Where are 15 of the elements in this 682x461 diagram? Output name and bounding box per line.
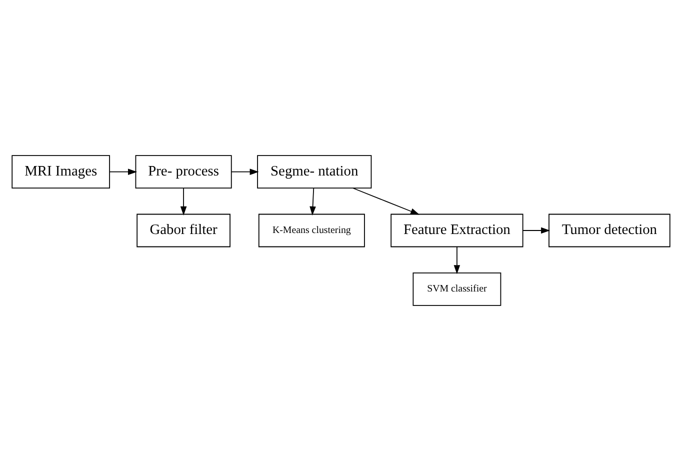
node-box: Feature Extraction <box>390 214 524 248</box>
arrow <box>310 188 316 216</box>
node-box: K-Means clustering <box>258 214 365 248</box>
node-box: MRI Images <box>12 155 110 189</box>
node-box: Gabor filter <box>136 214 230 248</box>
arrow <box>454 246 460 274</box>
node-box: Segme- ntation <box>257 155 372 189</box>
arrow <box>352 188 420 215</box>
arrow <box>180 188 187 216</box>
arrow <box>522 227 550 234</box>
node-box: Tumor detection <box>548 214 670 248</box>
arrow <box>231 168 259 175</box>
node-box: Pre- process <box>135 155 232 189</box>
node-box: SVM classifier <box>412 272 502 306</box>
arrow <box>109 168 138 175</box>
